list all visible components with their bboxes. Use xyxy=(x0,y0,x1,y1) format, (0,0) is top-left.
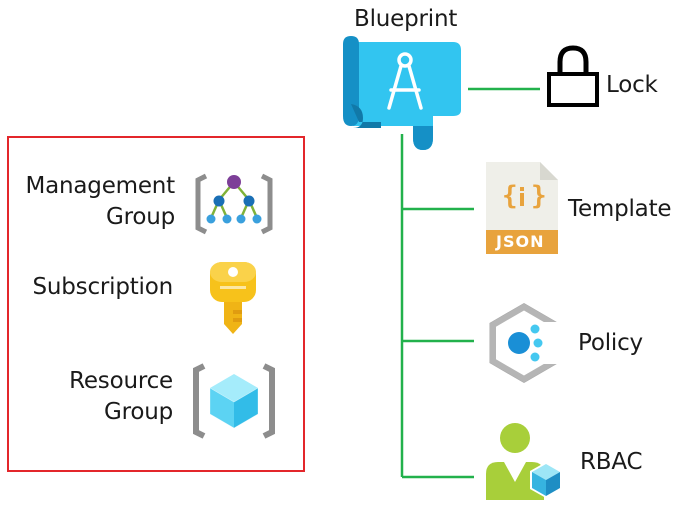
json-badge-text: JSON xyxy=(496,232,545,251)
lock-icon xyxy=(547,45,599,107)
resource-group-label-line2: Group xyxy=(103,399,173,425)
policy-icon xyxy=(489,302,562,384)
management-group-icon xyxy=(195,173,273,235)
rbac-user-icon xyxy=(486,423,562,500)
subscription-label: Subscription xyxy=(32,274,173,300)
resource-group-icon xyxy=(193,363,275,439)
management-group-label-line2: Group xyxy=(105,204,175,230)
policy-label: Policy xyxy=(578,330,643,356)
svg-text:{: { xyxy=(502,181,518,211)
management-group-label-line1: Management xyxy=(25,173,175,199)
scope-box xyxy=(7,136,305,472)
lock-label: Lock xyxy=(606,72,658,98)
svg-text:}: } xyxy=(531,181,547,211)
subscription-key-icon xyxy=(210,262,256,334)
blueprint-label: Blueprint xyxy=(354,6,458,32)
rbac-label: RBAC xyxy=(580,449,643,475)
resource-group-label-line1: Resource xyxy=(69,368,173,394)
json-template-icon: { } xyxy=(486,162,558,254)
blueprint-icon xyxy=(343,36,461,150)
template-label: Template xyxy=(568,196,672,222)
